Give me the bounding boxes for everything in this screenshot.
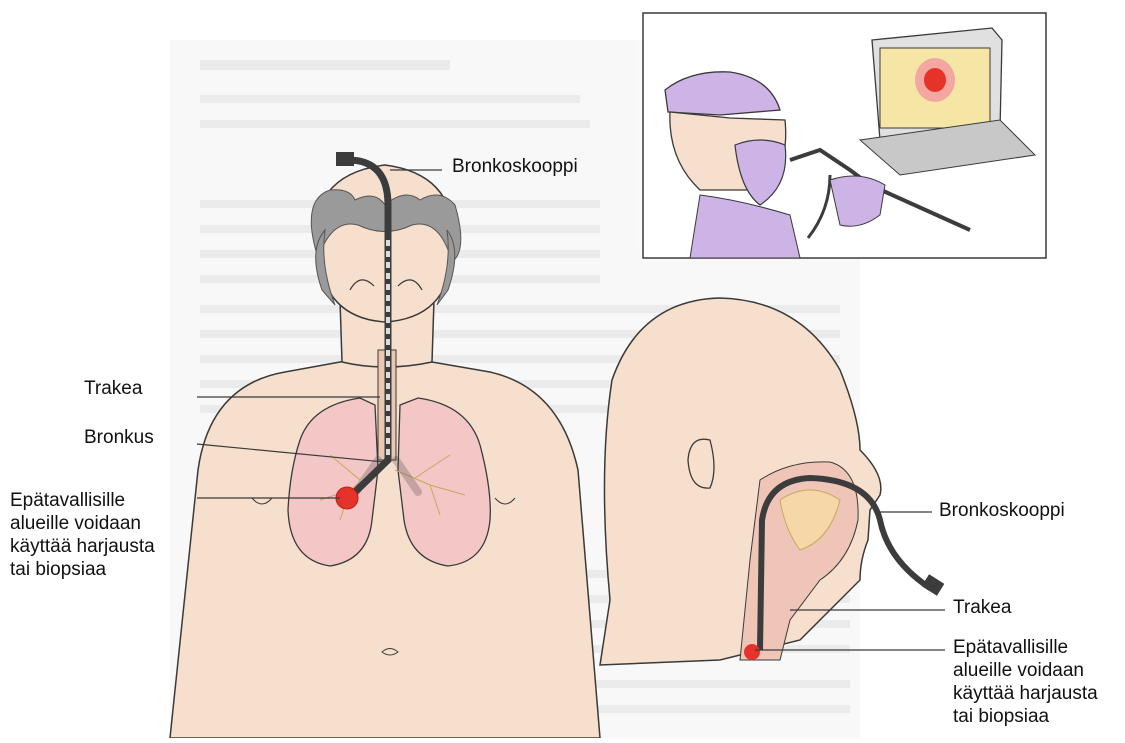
label-bronkoskooppi-right: Bronkoskooppi	[939, 499, 1065, 522]
inset-panel	[643, 13, 1046, 258]
label-trakea-right: Trakea	[953, 596, 1011, 619]
label-note-right: Epätavallisille alueille voidaan käyttää…	[953, 636, 1098, 728]
label-bronkoskooppi-top: Bronkoskooppi	[452, 155, 578, 178]
label-bronkus: Bronkus	[84, 426, 154, 449]
label-trakea-left: Trakea	[84, 377, 142, 400]
label-note-left: Epätavallisille alueille voidaan käyttää…	[10, 489, 155, 581]
lesion-right	[744, 644, 760, 660]
